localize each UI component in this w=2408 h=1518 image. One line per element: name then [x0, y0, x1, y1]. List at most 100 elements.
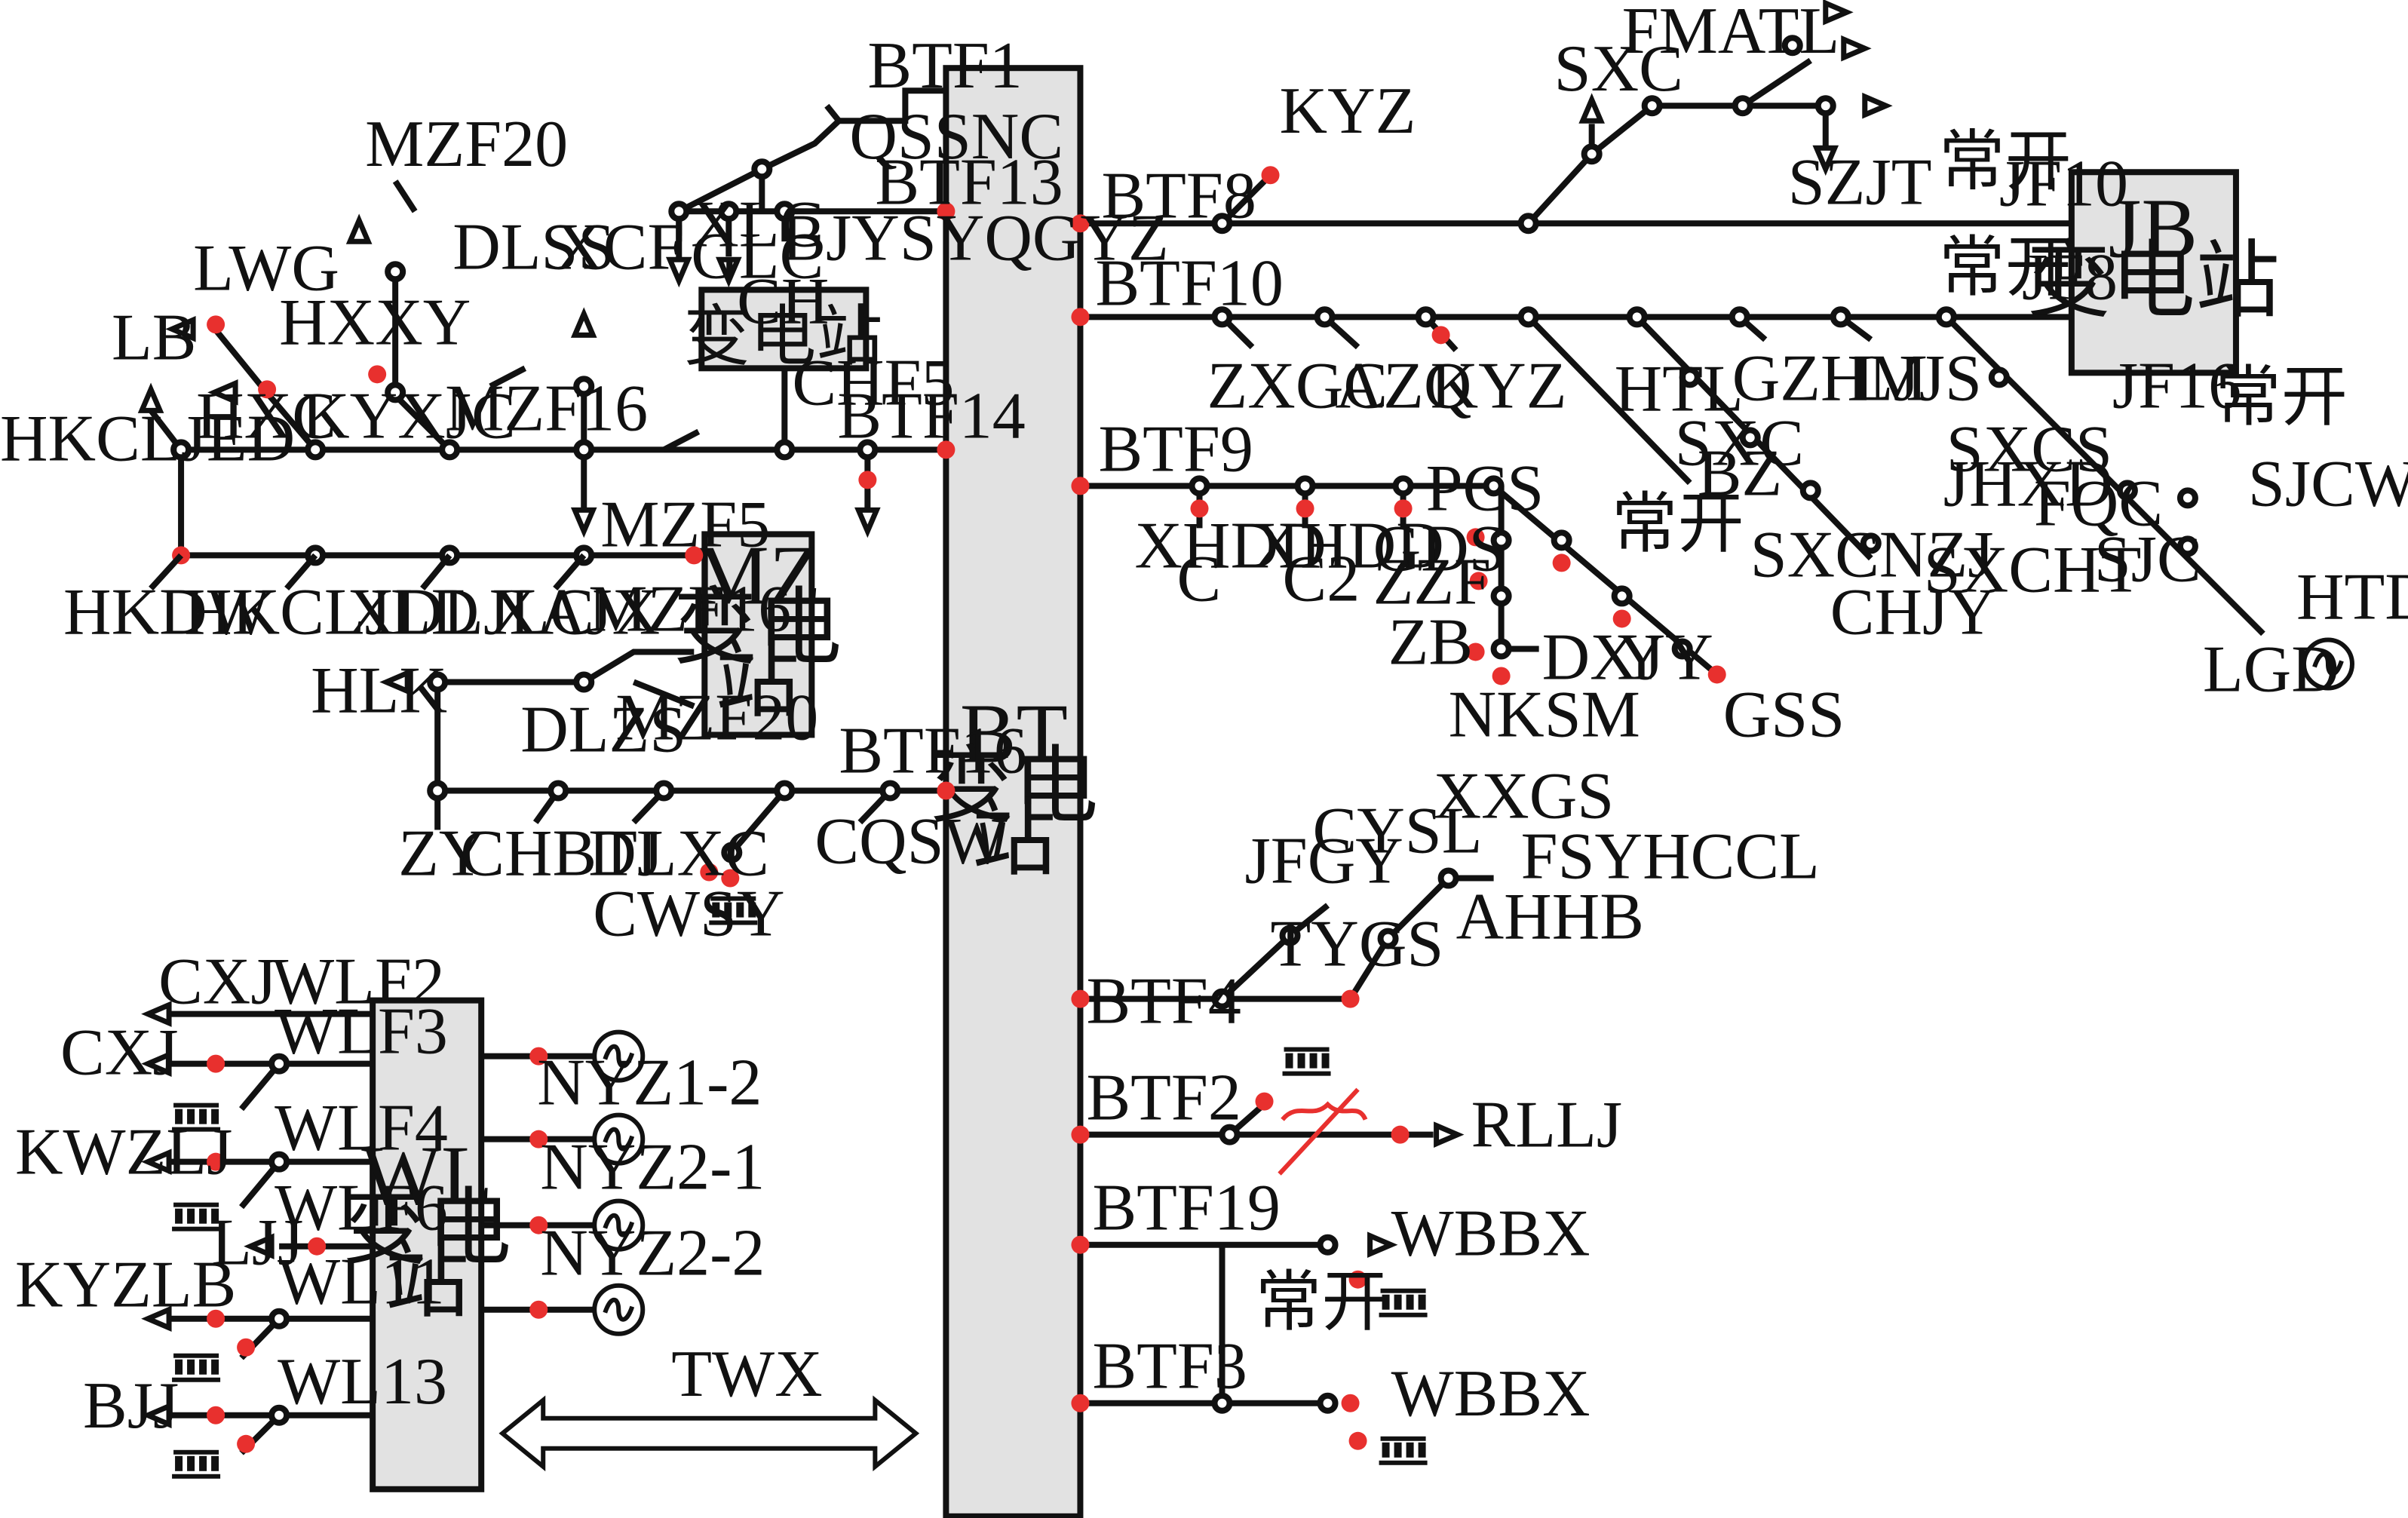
label-changkai-jf16: 常开 — [2215, 361, 2348, 434]
label-sxcs: SXCS — [1946, 412, 2112, 486]
label-azq: AZQ — [1336, 349, 1472, 422]
label-changkai-jf8: 常开 — [1939, 232, 2072, 305]
wl-label-2: 变电 — [342, 1182, 511, 1276]
label-bjj: BJJ — [83, 1369, 179, 1443]
label-btf10: BTF10 — [1095, 247, 1283, 320]
label-dxj: DXJ — [1542, 621, 1664, 694]
label-btf9: BTF9 — [1098, 412, 1253, 486]
wl-label-1: WL — [361, 1130, 492, 1223]
label-cwsy: CWSY — [593, 878, 784, 951]
label-pcs: PCS — [1426, 452, 1544, 525]
label-ahhb: AHHB — [1456, 881, 1644, 954]
label-nyz1-2: NYZ1-2 — [537, 1047, 762, 1120]
label-wlf3: WLF3 — [275, 995, 448, 1069]
feeder-btf4 — [1071, 867, 1494, 1010]
label-nyz2-2: NYZ2-2 — [540, 1217, 765, 1290]
label-chbtj: CHBTJ — [460, 817, 663, 891]
label-kwzlj: KWZLJ — [15, 1116, 232, 1189]
bt-label-1: BT — [960, 688, 1068, 781]
substation-bt: BT 变电 站 — [929, 65, 1098, 1518]
label-fqc: FQC — [2034, 467, 2163, 540]
label-wl11: WL11 — [278, 1246, 445, 1319]
label-hxxy: HXXY — [279, 286, 471, 359]
label-btf14: BTF14 — [837, 379, 1025, 452]
label-wlf4: WLF4 — [275, 1092, 448, 1165]
label-kyz-mid: KYZ — [1431, 349, 1567, 422]
substation-ch: CH 变电站 — [683, 265, 882, 374]
label-xhddc-1: XHDD — [1134, 509, 1326, 582]
label-htdz: HTDZ — [2296, 560, 2408, 633]
label-zb: ZB — [1388, 606, 1473, 679]
label-dlxc: DLXC — [588, 817, 769, 891]
label-dlss: DLSS — [452, 210, 615, 284]
label-mzf20-top: MZF20 — [365, 108, 568, 181]
bt-label-3: 站 — [971, 793, 1056, 887]
label-zzf: ZZF — [1373, 545, 1491, 618]
label-sjcwtx: SJCWTX — [2248, 447, 2408, 520]
feeder-btf10 — [1071, 306, 2352, 688]
label-xhddc2-1: XHDD — [1253, 509, 1444, 582]
label-twx: TWX — [671, 1338, 822, 1411]
bt-label-2: 变电 — [929, 741, 1098, 834]
label-wlf6: WLF6 — [275, 1172, 448, 1245]
label-btf1: BTF1 — [867, 29, 1022, 103]
label-hxc: HXC — [196, 379, 336, 452]
label-changkai-btf9: 常开 — [1612, 488, 1744, 561]
feeder-btf14 — [142, 179, 956, 591]
label-hkdw: HKDW — [63, 575, 270, 649]
feeder-btf9 — [1071, 475, 1726, 685]
label-nksm: NKSM — [1449, 678, 1640, 751]
ch-label-1: CH — [737, 265, 829, 338]
label-jf8: JF8 — [2022, 241, 2118, 314]
jb-label-1: JB — [2109, 182, 2198, 275]
label-chjy: CHJY — [1830, 575, 1996, 649]
label-sjc: SJC — [2094, 523, 2201, 596]
feeder-mz-lower — [386, 649, 956, 925]
label-xcf: XCF — [555, 210, 684, 284]
label-wbbx-1: WBBX — [1391, 1198, 1591, 1271]
labels: BTF1 QSSNC BTF13 XLC GLC BJYSYQGYZ CHF5 … — [0, 0, 2408, 1443]
label-mzf5: MZF5 — [600, 488, 770, 561]
label-lgd: LGD — [2203, 633, 2339, 706]
label-jhxd: JHXD — [1943, 447, 2113, 520]
label-nyz2-1: NYZ2-1 — [540, 1131, 765, 1204]
label-xhddc-2: C — [1176, 542, 1221, 615]
label-qssnc: QSSNC — [849, 100, 1063, 173]
label-glc: GLC — [691, 219, 824, 293]
label-fmatl: FMATL — [1622, 0, 1840, 68]
label-hkcljld: HKCLJLD — [184, 575, 479, 649]
label-bjysyqgyz: BJYSYQGYZ — [781, 201, 1168, 274]
label-btf13: BTF13 — [875, 146, 1063, 219]
label-sxcnzj: SXCNZJ — [1750, 518, 1994, 591]
label-btf19: BTF19 — [1092, 1172, 1280, 1245]
label-tygs: TYGS — [1271, 908, 1444, 981]
label-hlk: HLK — [311, 654, 447, 727]
label-fsyhccl: FSYHCCL — [1521, 820, 1820, 894]
label-cxj-2: CXJ — [60, 1017, 179, 1090]
label-ljjs: LJJS — [1853, 342, 1982, 415]
feeder-btf19 — [1071, 1236, 1428, 1465]
label-xlc: XLC — [691, 188, 824, 261]
feeder-btf8 — [1071, 3, 2072, 235]
label-cysl: CYSL — [1313, 795, 1483, 868]
label-kyz-top: KYZ — [1280, 75, 1416, 148]
substation-mz: MZ 变电 站 — [673, 529, 842, 738]
label-jf16: JF16 — [2112, 349, 2241, 422]
label-btf8: BTF8 — [1101, 159, 1256, 232]
twx-arrow — [498, 1395, 920, 1472]
label-xxgs: XXGS — [1434, 760, 1615, 833]
label-ljj: LJJ — [211, 1207, 303, 1280]
wl-label-3: 站 — [385, 1235, 469, 1329]
label-wlf2: WLF2 — [271, 946, 445, 1019]
label-xdljlc: XDLJLC — [347, 575, 594, 649]
label-gds: GDS — [1373, 512, 1506, 585]
label-lb: LB — [112, 301, 196, 374]
label-btf16: BTF16 — [839, 715, 1026, 788]
label-btf3: BTF3 — [1092, 1330, 1247, 1403]
label-mzf16: MZF16 — [588, 572, 791, 646]
label-bz: BZ — [1698, 437, 1782, 510]
label-jf10: JF10 — [1999, 147, 2128, 220]
label-kyxjc: KYXJC — [302, 379, 516, 452]
